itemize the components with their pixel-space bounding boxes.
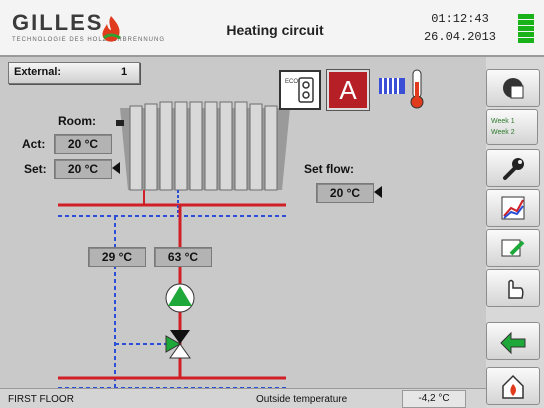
hydraulic-diagram bbox=[58, 101, 290, 388]
room-set-arrow-icon[interactable] bbox=[112, 162, 120, 174]
mixing-valve-icon bbox=[165, 330, 191, 359]
svg-text:ECO: ECO bbox=[285, 79, 298, 85]
signal-strength-icon bbox=[518, 14, 534, 44]
settings-sun-button[interactable] bbox=[486, 69, 540, 107]
chart-icon bbox=[501, 196, 525, 220]
sun-calendar-icon bbox=[503, 78, 524, 99]
status-bar: FIRST FLOOR Outside temperature -4,2 °C bbox=[0, 388, 486, 408]
page-title: Heating circuit bbox=[226, 22, 324, 38]
outside-temp-value: -4,2 °C bbox=[402, 390, 466, 408]
wrench-icon bbox=[503, 158, 524, 180]
clock-date: 26.04.2013 bbox=[423, 30, 496, 44]
return-temp: 29 °C bbox=[88, 247, 146, 267]
clock-time: 01:12:43 bbox=[431, 12, 489, 26]
flow-temp: 63 °C bbox=[154, 247, 212, 267]
floor-name: FIRST FLOOR bbox=[8, 394, 74, 405]
service-button[interactable] bbox=[486, 149, 540, 187]
auto-mode-button[interactable]: A bbox=[327, 70, 369, 110]
room-actual-temp: 20 °C bbox=[54, 134, 112, 154]
home-flame-icon bbox=[502, 374, 524, 399]
actual-label: Act: bbox=[22, 137, 46, 151]
set-label: Set: bbox=[24, 162, 47, 176]
chart-button[interactable] bbox=[486, 189, 540, 227]
eco-icon: ECO bbox=[285, 77, 314, 103]
edit-button[interactable] bbox=[486, 229, 540, 267]
pump-icon bbox=[165, 283, 195, 313]
hand-button[interactable] bbox=[486, 269, 540, 307]
room-label: Room: bbox=[58, 114, 96, 128]
thermometer-icon bbox=[379, 69, 424, 109]
outside-temp-label: Outside temperature bbox=[256, 394, 348, 405]
hand-pointer-icon bbox=[508, 279, 524, 299]
set-flow-temp[interactable]: 20 °C bbox=[316, 183, 374, 203]
back-arrow-icon bbox=[500, 331, 526, 355]
week-program-button[interactable]: Week 1 Week 2 bbox=[486, 109, 538, 145]
gilles-logo: GILLES bbox=[12, 10, 104, 35]
edit-icon bbox=[501, 239, 525, 257]
external-value: 1 bbox=[121, 66, 128, 78]
external-label: External: bbox=[14, 66, 62, 78]
week-2-label: Week 2 bbox=[491, 129, 515, 136]
eco-mode-button[interactable]: ECO bbox=[279, 70, 321, 110]
set-flow-label: Set flow: bbox=[304, 162, 354, 176]
sidebar: Week 1 Week 2 bbox=[486, 57, 544, 408]
external-selector[interactable]: External: 1 bbox=[8, 62, 140, 84]
flow-set-arrow-icon[interactable] bbox=[374, 186, 382, 198]
radiator-icon bbox=[116, 101, 290, 191]
header-bar: GILLES TECHNOLOGIE DES HOLZVERBRENNUNG H… bbox=[0, 0, 544, 57]
home-button[interactable] bbox=[486, 367, 540, 405]
logo-subtitle: TECHNOLOGIE DES HOLZVERBRENNUNG bbox=[12, 37, 166, 43]
flame-logo-icon bbox=[102, 16, 121, 42]
room-set-temp[interactable]: 20 °C bbox=[54, 159, 112, 179]
back-button[interactable] bbox=[486, 322, 540, 360]
week-1-label: Week 1 bbox=[491, 118, 515, 125]
